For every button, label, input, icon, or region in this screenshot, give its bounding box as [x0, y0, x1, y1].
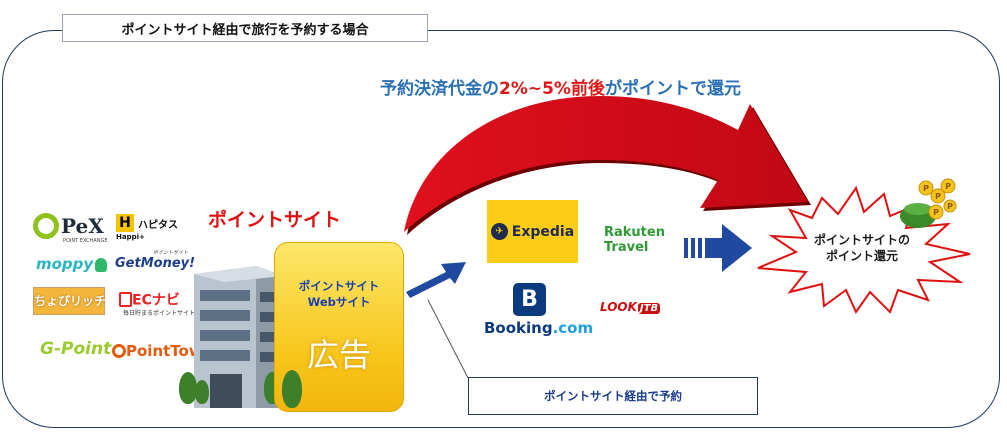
- tree-icon: [195, 380, 209, 404]
- logo-moppy-text: moppy: [36, 255, 94, 273]
- logo-pex-sub: POINT EXCHANGE: [63, 238, 108, 244]
- pointtown-ring-icon: [112, 344, 126, 358]
- connector-line: [427, 299, 469, 379]
- ad-panel-line2: Webサイト: [307, 295, 371, 309]
- logo-expedia-text: Expedia: [511, 223, 575, 240]
- logo-pex-text: PeX: [61, 214, 104, 238]
- logo-gpoint: G-Point: [40, 339, 112, 359]
- burst-line2: ポイント還元: [825, 249, 898, 263]
- ecnavi-bag-icon: [119, 292, 132, 307]
- logo-hapitas-sub: Happi+: [116, 233, 145, 241]
- return-arrow-blue: [684, 224, 752, 272]
- coin-label: P: [945, 182, 951, 191]
- return-caption-rate: 2%~5%前後: [499, 79, 605, 99]
- pex-ring-icon: [33, 213, 59, 239]
- point-site-label: ポイントサイト: [208, 209, 342, 231]
- booking-arrow: [406, 262, 466, 298]
- logo-booking-text: Booking: [484, 319, 553, 337]
- logo-getmoney-text: GetMoney!: [115, 256, 196, 271]
- burst-line1: ポイントサイトの: [813, 233, 910, 247]
- logo-expedia: ✈ Expedia: [487, 200, 578, 263]
- logo-hapitas: H ハピタス Happi+: [116, 214, 178, 242]
- ad-label: 広告: [306, 336, 371, 374]
- ad-panel-line1: ポイントサイト: [298, 279, 380, 293]
- logo-rakuten-travel: Rakuten Travel: [604, 225, 665, 255]
- diagram-frame: [2, 30, 1000, 428]
- return-caption: 予約決済代金の2%~5%前後がポイントで還元: [380, 74, 800, 99]
- booking-b-icon: B: [513, 283, 546, 316]
- coin-label: P: [933, 208, 939, 217]
- wallet-coins-icon: P P P P P: [900, 178, 957, 228]
- ad-panel-caption: ポイントサイト Webサイト: [274, 278, 404, 310]
- logo-pex: PeX POINT EXCHANGE: [33, 213, 107, 244]
- logo-booking-suffix: .com: [552, 319, 594, 337]
- logo-moppy: moppy: [36, 255, 108, 273]
- logo-look-text: LOOK: [600, 300, 637, 314]
- burst-caption: ポイントサイトの ポイント還元: [792, 232, 932, 264]
- logo-ecnavi: ECナビ 毎日貯まるポイントサイト: [119, 289, 195, 317]
- booking-via-point-site-box: ポイントサイト経由で予約: [468, 377, 758, 415]
- logo-ecnavi-sub: 毎日貯まるポイントサイト: [123, 310, 196, 317]
- coin-label: P: [935, 192, 941, 201]
- logo-travel-text: Travel: [604, 240, 649, 255]
- hapitas-h-icon: H: [116, 214, 134, 232]
- logo-rakuten-text: Rakuten: [604, 225, 665, 240]
- return-caption-suffix: がポイントで還元: [604, 79, 741, 99]
- coin-label: P: [923, 184, 929, 193]
- diagram-title: ポイントサイト経由で旅行を予約する場合: [62, 14, 428, 42]
- tree-icon: [179, 372, 197, 404]
- logo-getmoney: GetMoney! ポイントサイト: [115, 250, 196, 271]
- moppy-mascot-icon: [95, 257, 108, 272]
- logo-booking: Booking.com: [484, 319, 593, 337]
- return-caption-prefix: 予約決済代金の: [380, 79, 499, 99]
- logo-ecnavi-text: ECナビ: [132, 292, 180, 309]
- logo-jtb-text: JTB: [637, 303, 661, 314]
- plane-icon: ✈: [490, 223, 508, 240]
- coin-label: P: [947, 202, 953, 211]
- tree-icon: [282, 370, 302, 408]
- logo-hapitas-text: ハピタス: [138, 220, 178, 231]
- logo-getmoney-sub: ポイントサイト: [153, 250, 189, 256]
- logo-chobirich: ちょびリッチ: [33, 287, 106, 315]
